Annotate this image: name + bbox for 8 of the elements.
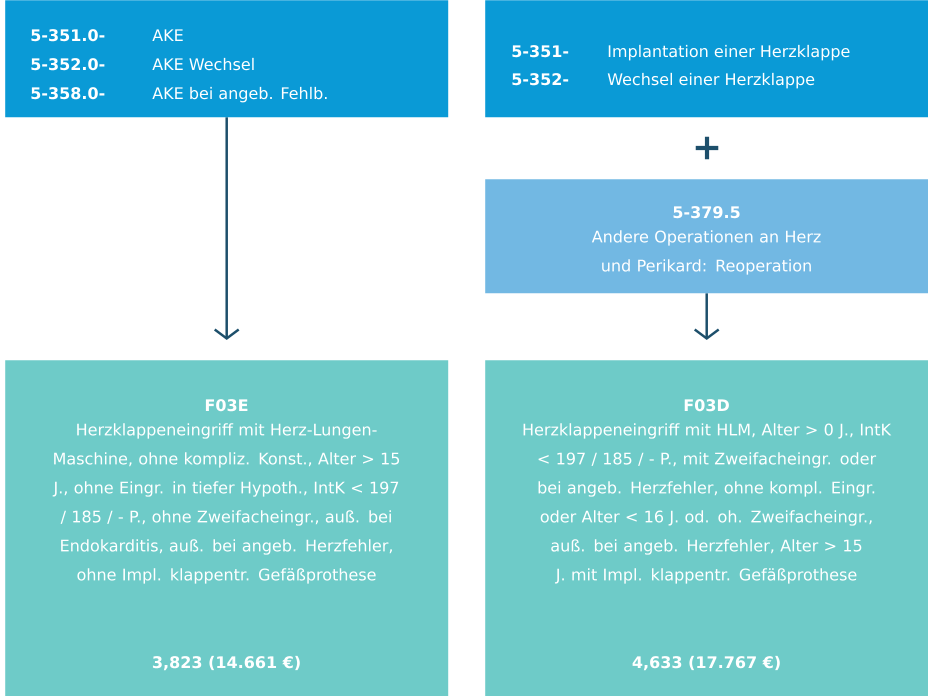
process-box: 5-351.0- AKE 5-352.0- AKE Wechsel 5-358.0- AKE bei angeb. Fehlb.: [5, 0, 448, 118]
arrow: [214, 117, 240, 340]
process-box: F03D Herzklappeneingriff mit HLM, Alter > 0 J., IntK < 197 / 185 / - P., mit Zweifacheingr. oder bei angeb. Herzfehler, ohne kompl. Eingr. oder Alter < 16 J. od. oh. Zweifacheingr., auß. bei angeb. Herzfehler, Alter > 15 J. mit Impl. klappentr. Gefäßprothese 4,633 (17.767 €): [485, 360, 928, 696]
plus-sign: +: [696, 136, 718, 160]
arrow: [694, 293, 720, 340]
process-box: F03E Herzklappeneingriff mit Herz-Lungen-Maschine, ohne kompliz. Konst., Alter > 15 J., ohne Eingr. in tiefer Hypoth., IntK < 197 / 185 / - P., ohne Zweifacheingr., auß. bei Endokarditis, auß. bei angeb. Herzfehler, ohne Impl. klappentr. Gefäßprothese 3,823 (14.661 €): [5, 360, 448, 696]
process-box: 5-379.5 Andere Operationen an Herz und Perikard: Reoperation: [485, 179, 928, 294]
process-box: 5-351- Implantation einer Herzklappe 5-352- Wechsel einer Herzklappe: [485, 0, 928, 118]
